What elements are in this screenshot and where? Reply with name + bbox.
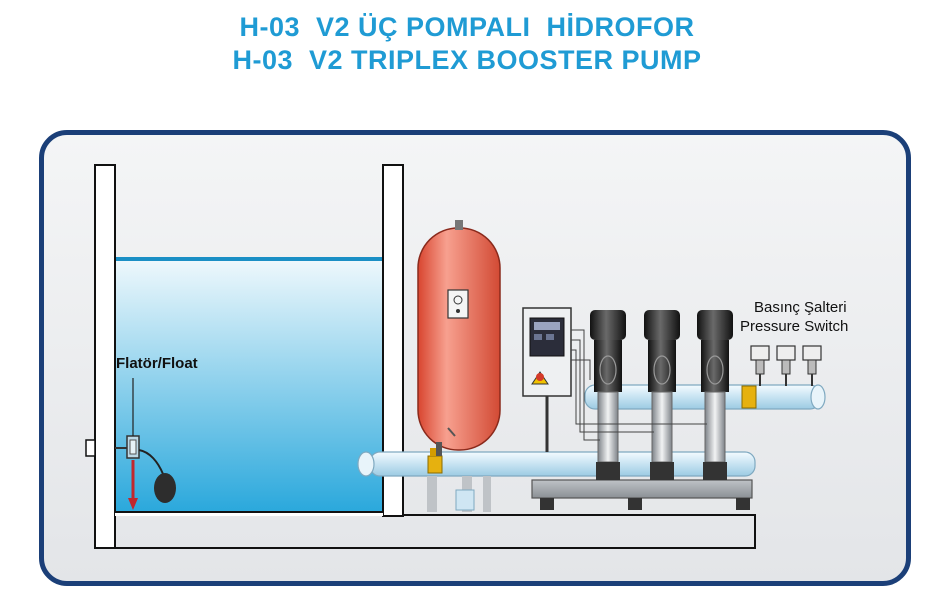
- water-surface-line: [115, 257, 383, 261]
- float-switch-icon: [115, 378, 176, 510]
- tank-inlet-stub: [85, 439, 96, 457]
- wire-2: [571, 339, 654, 433]
- pump-1: [590, 310, 626, 480]
- discharge-manifold: [584, 384, 826, 410]
- pump-3: [697, 310, 733, 480]
- main-pipe: [357, 448, 756, 477]
- pressure-switch-icon: [750, 345, 822, 386]
- title-turkish: H-03 V2 ÜÇ POMPALI HİDROFOR: [239, 12, 695, 42]
- float-label: Flatör/Float: [116, 355, 198, 372]
- pump-base: [531, 479, 753, 510]
- title-english: H-03 V2 TRIPLEX BOOSTER PUMP: [232, 45, 702, 75]
- wire-3: [571, 349, 707, 425]
- water-body: [115, 260, 383, 512]
- float-arrow-head: [128, 498, 138, 510]
- pressure-switch-label-tr: Basınç Şalteri: [754, 299, 847, 316]
- valve-main: [427, 455, 443, 474]
- valve-manifold: [741, 385, 757, 409]
- control-panel: [522, 307, 591, 452]
- pump-2: [644, 310, 680, 480]
- float-ball: [154, 473, 176, 503]
- tank-right-wall: [382, 164, 404, 517]
- wire-1: [571, 329, 600, 441]
- pressure-vessel: [417, 220, 501, 512]
- tank-floor: [95, 514, 756, 549]
- pressure-switch-label-en: Pressure Switch: [740, 318, 849, 335]
- tank-left-wall: [94, 164, 116, 549]
- water-tank: [85, 164, 756, 549]
